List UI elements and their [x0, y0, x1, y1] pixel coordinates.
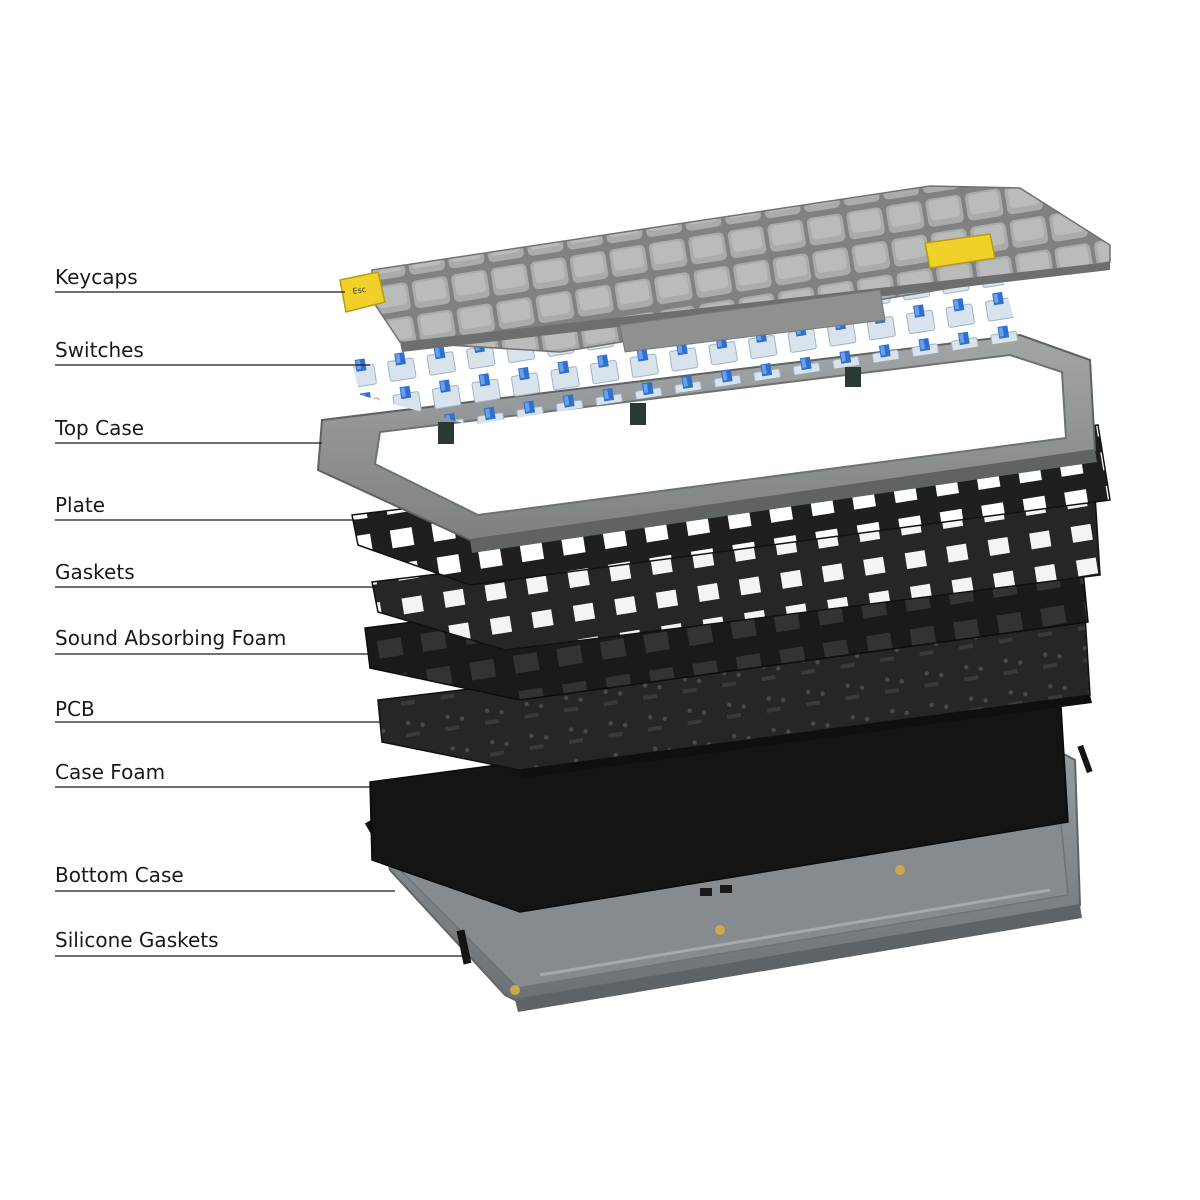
- label-switches: Switches: [55, 338, 144, 362]
- label-top-case: Top Case: [55, 416, 145, 440]
- label-bottom-case: Bottom Case: [55, 863, 184, 887]
- esc-key-legend: Esc: [352, 285, 367, 296]
- label-plate: Plate: [55, 493, 106, 517]
- top-case-part: [316, 333, 1097, 553]
- label-sound-absorbing-foam: Sound Absorbing Foam: [55, 626, 287, 650]
- callout-lines: [55, 291, 462, 957]
- label-gaskets: Gaskets: [55, 560, 135, 584]
- keycaps-part: Esc: [339, 185, 1111, 353]
- label-pcb: PCB: [55, 697, 95, 721]
- label-silicone-gaskets: Silicone Gaskets: [55, 928, 219, 952]
- label-case-foam: Case Foam: [55, 760, 166, 784]
- label-keycaps: Keycaps: [55, 265, 138, 289]
